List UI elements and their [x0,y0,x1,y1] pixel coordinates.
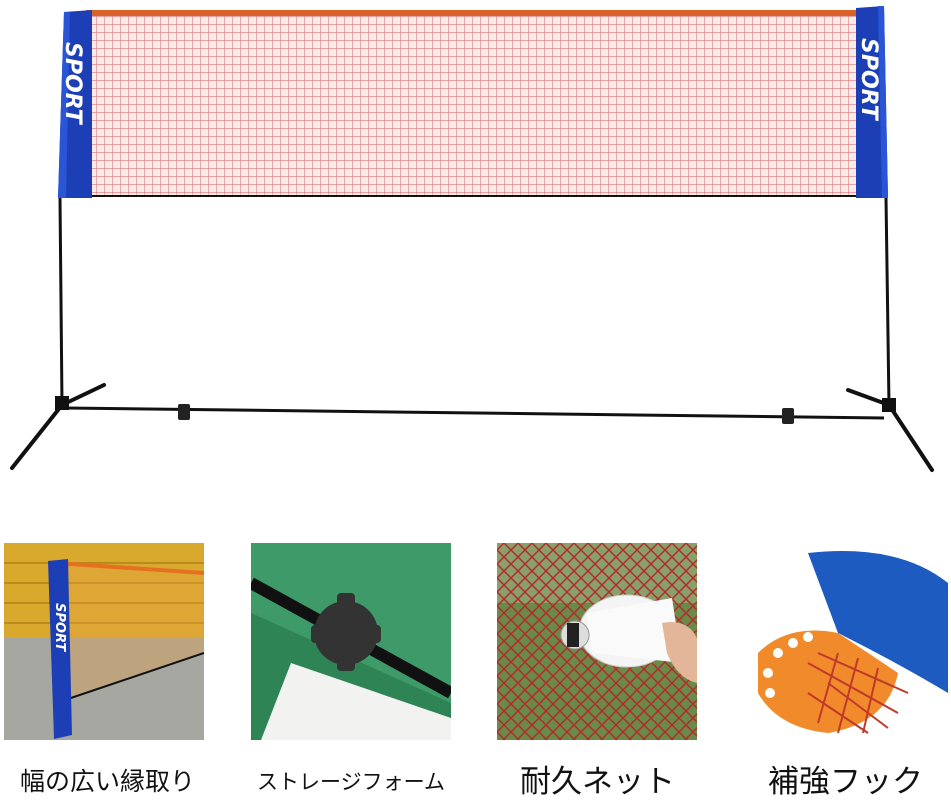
badminton-net-main-image: SPORT SPORT [10,6,934,472]
feature-caption-storage-foam: ストレージフォーム [257,770,445,794]
feature-thumb-durable-net [497,543,697,740]
net-mesh [86,14,860,196]
feature-thumb-wide-trim: SPORT [4,543,204,740]
right-sport-banner: SPORT [856,6,888,198]
left-banner-text: SPORT [60,42,85,126]
feature-thumb-storage-foam [251,543,451,740]
net-top-tape [86,10,860,16]
left-base [10,383,106,470]
left-clip [178,404,190,420]
feature-caption-reinforced-hook: 補強フック [768,764,923,800]
right-banner-text: SPORT [856,38,881,122]
thumb-banner-text: SPORT [52,603,67,652]
feature-caption-wide-trim: 幅の広い縁取り [19,767,195,796]
ground-bar [65,406,885,420]
right-clip [782,408,794,424]
left-pole [58,197,64,406]
feature-caption-durable-net: 耐久ネット [520,764,675,800]
right-pole [884,197,891,406]
right-base [846,388,934,472]
left-sport-banner: SPORT [58,10,92,198]
feature-thumb-reinforced-hook [748,543,948,740]
